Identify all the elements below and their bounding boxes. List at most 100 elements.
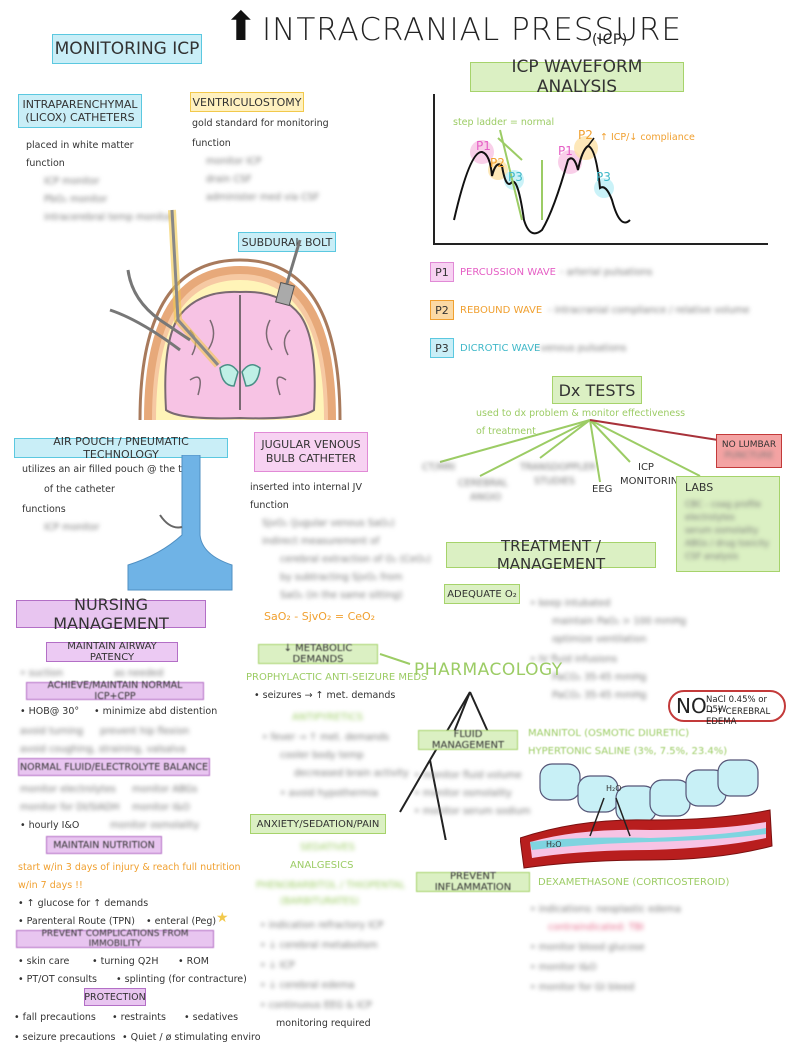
avoid-hypothermia: • avoid hypothermia (280, 788, 379, 799)
jugular-header: JUGULAR VENOUS BULB CATHETER (254, 432, 368, 472)
pharmacology: PHARMACOLOGY (414, 660, 563, 680)
barb-b1: • indication refractory ICP (260, 920, 384, 931)
vent-b2: function (192, 138, 231, 149)
o2-b4: • IV fluid infusions (530, 654, 618, 665)
pheno-line1: PHENOBARBITOL / THIOPENTAL (256, 880, 406, 891)
fluid-management: FLUID MANAGEMENT (418, 729, 518, 751)
dx-header: Dx TESTS (552, 376, 642, 404)
nursing-header: NURSING MANAGEMENT (16, 595, 206, 633)
jugular-line2: BULB CATHETER (265, 452, 357, 465)
title-arrow: ⬆ (224, 4, 258, 50)
seizure-note: • seizures → ↑ met. demands (254, 690, 396, 701)
dx-eeg: EEG (592, 484, 613, 495)
dx-icp: ICP (638, 462, 654, 473)
labs-l4: ABGs / drug toxicity (685, 539, 770, 549)
cough: avoid coughing, straining, valsalva (20, 744, 186, 755)
airway-b1: • suction (20, 668, 64, 679)
dexa-b5: • monitor for GI bleed (530, 982, 635, 993)
h2o-label-top: H₂O (606, 784, 622, 793)
no-lp-line2: PUNCTURE (724, 451, 774, 461)
immob-b4: • PT/OT consults (18, 974, 97, 985)
jug-b1: inserted into internal JV (250, 482, 362, 493)
waveform-p2-b: P2 (578, 128, 593, 142)
waveform-p1-b: P1 (558, 144, 573, 158)
jug-formula: SaO₂ - SjvO₂ = CeO₂ (264, 610, 376, 623)
legend-p1-badge: P1 (430, 262, 454, 282)
metabolic-demands: ↓ METABOLIC DEMANDS (258, 643, 378, 665)
jug-b5: cerebral extraction of O₂ (CeO₂) (280, 554, 431, 565)
vent-b5: administer med via CSF (206, 192, 320, 203)
nutrition-b5: • enteral (Peg) (146, 916, 217, 927)
protect-b1: • fall precautions (14, 1012, 96, 1023)
step-ladder-note: step ladder = normal (453, 117, 555, 128)
intra-b3: ICP monitor (44, 176, 100, 187)
immob-b5: • splinting (for contracture) (116, 974, 247, 985)
hip-flexion: prevent hip flexion (100, 726, 190, 737)
o2-b2: maintain PaO₂ > 100 mmHg (552, 616, 687, 627)
antipyretics: ANTIPYRETICS (292, 712, 363, 723)
dx-angio: ANGIO (470, 492, 502, 503)
dx-icp-monitoring: MONITORING (620, 476, 687, 487)
dx-transdoppler: TRANSDOPPLER (520, 462, 596, 473)
abd-distention: • minimize abd distention (94, 706, 218, 717)
intraparenchymal-line1: INTRAPARENCHYMAL (22, 97, 138, 111)
intra-b5: intracerebral temp monitor (44, 212, 174, 223)
barb-b5: • continuous EEG & ICP (260, 1000, 372, 1011)
no-line2: → ↑ CEREBRAL EDEMA (706, 707, 771, 727)
analgesics: ANALGESICS (290, 860, 354, 871)
waveform-arrow-note: ↑ ICP/↓ compliance (600, 132, 695, 143)
nutrition-header: MAINTAIN NUTRITION (46, 836, 162, 854)
subdural-bolt-header: SUBDURAL BOLT (238, 232, 336, 252)
fluid-b2: • monitor osmolality (414, 788, 512, 799)
dx-ct: CT/MRI (422, 462, 456, 473)
barb-b2: • ↓ cerebral metabolism (260, 940, 378, 951)
intra-b1: placed in white matter (26, 140, 134, 151)
labs-l2: electrolytes (685, 513, 735, 523)
legend-p1-name: PERCUSSION WAVE (460, 267, 556, 278)
fluid-balance-header: NORMAL FLUID/ELECTROLYTE BALANCE (18, 758, 210, 776)
no-nacl-warning: NO NaCl 0.45% or D5W → ↑ CEREBRAL EDEMA (668, 690, 786, 727)
protect-b5: • Quiet / ø stimulating enviro (122, 1032, 261, 1043)
pheno-line2: (BARBITURATES) (280, 896, 359, 907)
barb-b6: monitoring required (276, 1018, 371, 1029)
airpouch-b3: functions (22, 504, 66, 515)
monitoring-icp-header: MONITORING ICP (52, 34, 202, 64)
immob-b3: • ROM (178, 956, 209, 967)
airpouch-b1: utilizes an air filled pouch @ the tip (22, 464, 191, 475)
dexa-b4: • monitor I&O (530, 962, 597, 973)
dx-cerebral: CEREBRAL (458, 478, 508, 489)
waveform-p1-a: P1 (476, 139, 491, 153)
nutrition-b2: w/in 7 days !! (18, 880, 83, 891)
labs-box: LABS CBC - coag profile electrolytes ser… (676, 476, 780, 572)
vent-b4: drain CSF (206, 174, 252, 185)
labs-l3: serum osmolality (685, 526, 759, 536)
labs-l1: CBC - coag profile (685, 500, 762, 510)
o2-b1: • keep intubated (530, 598, 611, 609)
vent-b1: gold standard for monitoring (192, 118, 329, 129)
nutrition-b4: • Parenteral Route (TPN) (18, 916, 135, 927)
no-lumbar-puncture: NO LUMBAR PUNCTURE (716, 434, 782, 468)
legend-p3-badge: P3 (430, 338, 454, 358)
page-title: INTRACRANIAL PRESSURE (262, 12, 683, 48)
labs-title: LABS (685, 481, 714, 494)
treatment-header: TREATMENT / MANAGEMENT (446, 537, 656, 573)
fluid-b2: monitor ABGs (132, 784, 198, 795)
anxiety-header: ANXIETY/SEDATION/PAIN (250, 814, 386, 834)
legend-p2-desc: - intracranial compliance / relative vol… (548, 305, 750, 316)
prevent-inflammation: PREVENT INFLAMMATION (416, 871, 530, 893)
immob-b1: • skin care (18, 956, 70, 967)
fever1: • fever → ↑ met. demands (262, 732, 389, 743)
intraparenchymal-header: INTRAPARENCHYMAL (LICOX) CATHETERS (18, 94, 142, 128)
waveform-graph (433, 94, 768, 245)
airpouch-b4: ICP monitor (44, 522, 100, 533)
star-icon: ★ (216, 910, 229, 926)
mannitol-line2: HYPERTONIC SALINE (3%, 7.5%, 23.4%) (528, 746, 728, 757)
intra-b4: PbO₂ monitor (44, 194, 108, 205)
fluid-b5: monitor osmolality (110, 820, 200, 831)
fluid-b3: monitor for DI/SIADH (20, 802, 120, 813)
jug-b6: by subtracting SjvO₂ from (280, 572, 403, 583)
page-title-abbr: (ICP) (592, 32, 628, 48)
dexamethasone: DEXAMETHASONE (CORTICOSTEROID) (538, 877, 730, 888)
protect-b3: • sedatives (184, 1012, 239, 1023)
adequate-o2: ADEQUATE O₂ (444, 584, 520, 604)
